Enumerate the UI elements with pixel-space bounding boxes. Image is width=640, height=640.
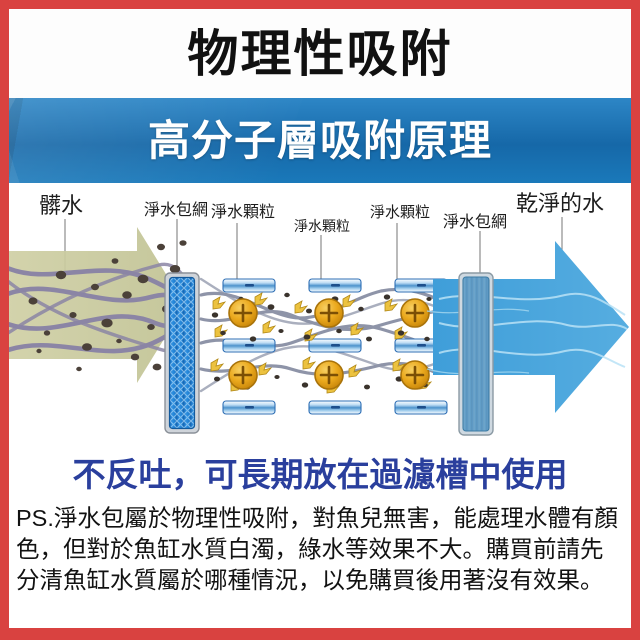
clean-water-arrow — [426, 241, 629, 413]
positive-ion — [400, 360, 430, 390]
headline-block: 不反吐，可長期放在過濾槽中使用 — [9, 446, 631, 502]
label-mesh-right: 淨水包網 — [443, 214, 508, 231]
title-block: 物理性吸附 — [9, 9, 631, 98]
dirty-water-arrow — [9, 227, 185, 383]
positive-ion — [228, 360, 258, 390]
label-dirty-water: 髒水 — [39, 193, 84, 218]
positive-ion — [314, 298, 344, 328]
label-clean-water: 乾淨的水 — [516, 191, 605, 216]
footnote-line-1: PS.淨水包屬於物理性吸附，對魚兒無害，能處理水體有顏 — [16, 505, 618, 531]
banner: 高分子層吸附原理 — [9, 98, 631, 183]
headline-text: 不反吐，可長期放在過濾槽中使用 — [72, 455, 568, 493]
debris-middle — [211, 292, 432, 390]
positive-ion-group — [228, 298, 430, 390]
negative-ion — [222, 338, 276, 353]
footnote-line-3: 分清魚缸水質屬於哪種情況，以免購買後用著沒有效果。 — [16, 567, 604, 593]
positive-ion — [314, 360, 344, 390]
adsorption-zone — [199, 277, 448, 415]
footnote-line-2: 色，但對於魚缸水質白濁，綠水等效果不大。購買前請先 — [16, 536, 604, 562]
label-mesh-left: 淨水包網 — [144, 202, 209, 219]
negative-ion — [394, 400, 448, 415]
diagram-svg — [9, 217, 629, 436]
negative-ion — [308, 338, 362, 353]
positive-ion — [400, 298, 430, 328]
label-granule-3: 淨水顆粒 — [370, 204, 431, 221]
negative-ion — [222, 400, 276, 415]
negative-ion — [308, 278, 362, 293]
banner-title: 高分子層吸附原理 — [147, 116, 492, 164]
adsorption-diagram: 髒水 淨水包網 淨水顆粒 淨水顆粒 淨水顆粒 淨水包網 乾淨的水 — [9, 183, 631, 446]
footnote-paragraph: PS.淨水包屬於物理性吸附，對魚兒無害，能處理水體有顏 色，但對於魚缸水質白濁，… — [16, 503, 624, 596]
negative-ion — [308, 400, 362, 415]
negative-ion — [222, 278, 276, 293]
poster-inner: 物理性吸附 高分子層吸附原理 — [9, 9, 631, 628]
filter-mesh-left — [164, 272, 200, 434]
page-title: 物理性吸附 — [187, 25, 453, 82]
label-granule-1: 淨水顆粒 — [211, 204, 276, 221]
label-granule-2: 淨水顆粒 — [294, 218, 350, 234]
filter-mesh-right — [458, 272, 494, 436]
positive-ion — [228, 298, 258, 328]
